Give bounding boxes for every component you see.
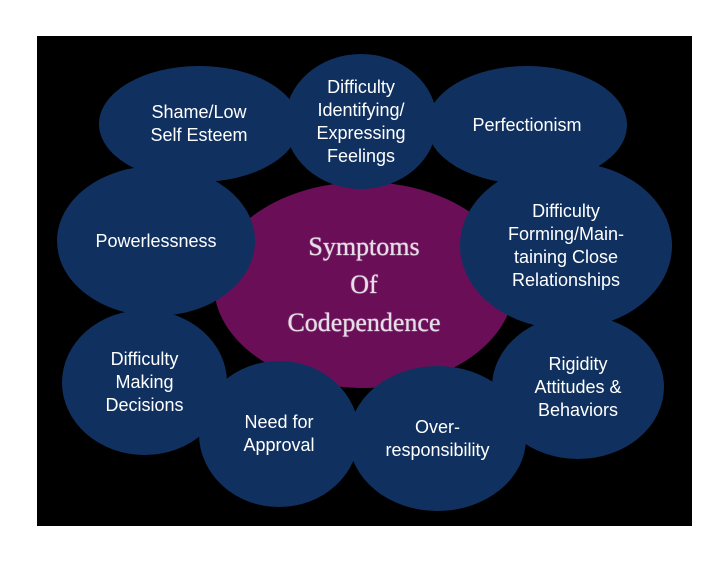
symptom-label: Powerlessness [95,230,217,251]
diagram-title: Symptoms Of Codependence [287,232,441,337]
symptom-label: Rigidity Attitudes & Behaviors [534,353,622,420]
symptom-need-for-approval: Need for Approval [199,361,359,507]
symptom-label: Shame/Low Self Esteem [150,102,248,145]
symptom-identifying-feelings: Difficulty Identifying/ Expressing Feeli… [285,54,437,189]
symptom-label: Difficulty Forming/Main- taining Close R… [507,200,625,290]
center-ellipse: Symptoms Of Codependence [214,182,514,388]
symptom-rigidity: Rigidity Attitudes & Behaviors [492,315,664,459]
symptom-powerlessness: Powerlessness [57,166,255,316]
symptom-over-responsibility: Over- responsibility [349,366,526,511]
symptom-label: Difficulty Identifying/ Expressing Feeli… [316,76,406,166]
symptom-shame-low-self-esteem: Shame/Low Self Esteem [99,66,299,182]
symptom-label: Perfectionism [472,114,582,135]
symptom-forming-relationships: Difficulty Forming/Main- taining Close R… [460,162,672,329]
symptom-label: Over- responsibility [385,416,490,460]
symptom-label: Difficulty Making Decisions [105,349,184,415]
symptom-label: Need for Approval [243,412,315,455]
slide-canvas: Symptoms Of Codependence Shame/Low Self … [37,36,692,526]
